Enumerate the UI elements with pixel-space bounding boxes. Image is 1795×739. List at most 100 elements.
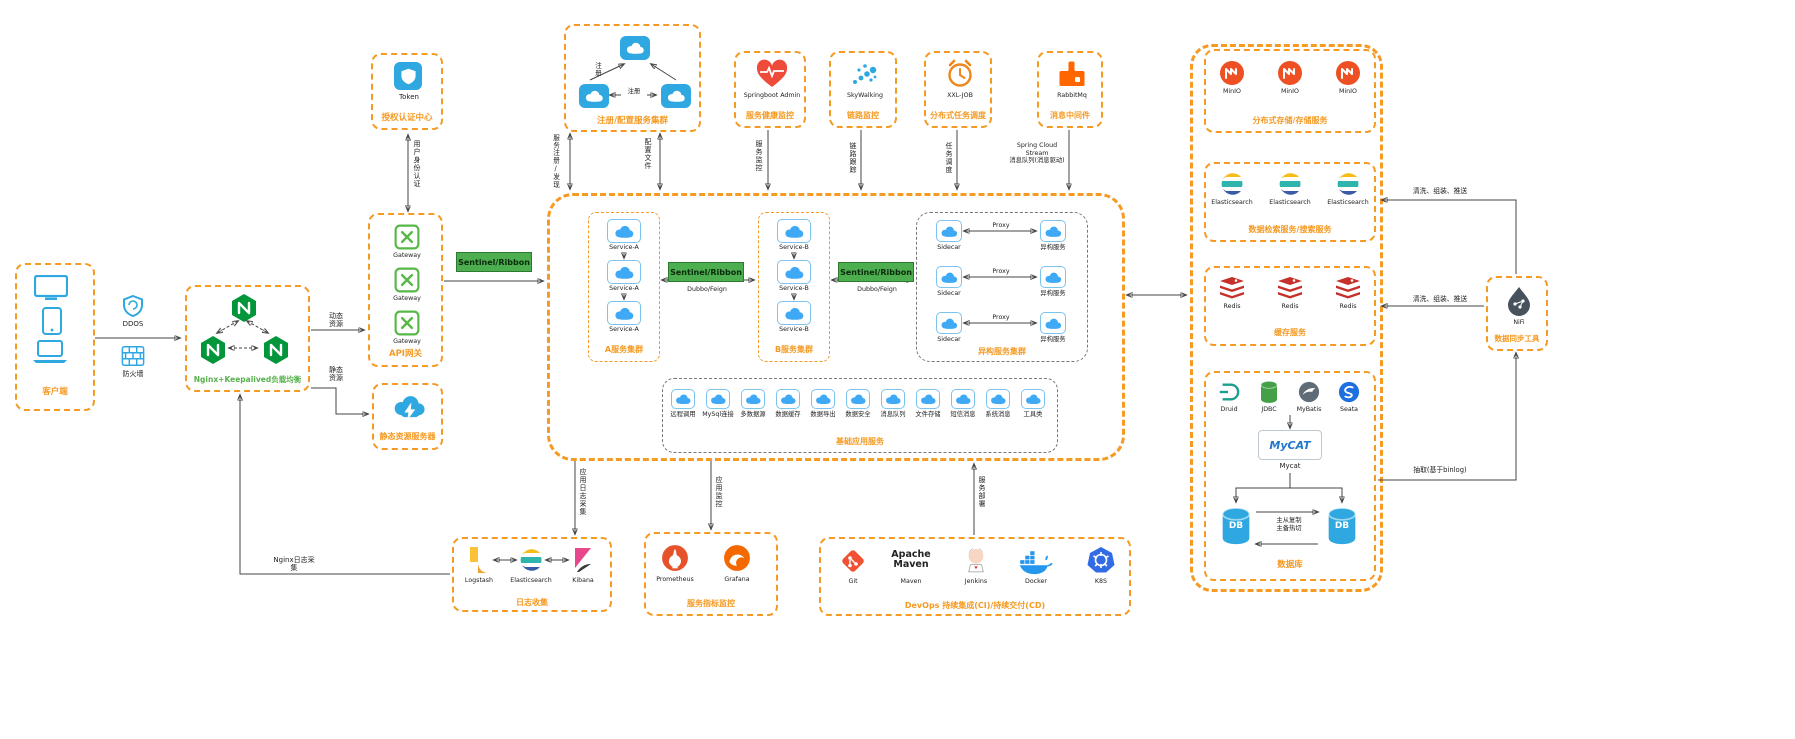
base-service-cloud-icon — [881, 389, 905, 409]
kibana-icon — [570, 546, 596, 574]
service-b-label: Service-B — [779, 244, 809, 251]
auth-center-title: 授权认证中心 — [381, 113, 433, 123]
deploy-label: 服务部署 — [978, 476, 986, 508]
metrics-box — [644, 532, 778, 616]
replication-label: 主从复制 主备热切 — [1276, 517, 1302, 532]
jenkins-icon — [964, 544, 988, 576]
base-service-cloud-icon — [811, 389, 835, 409]
kibana-label: Kibana — [572, 577, 594, 584]
metrics-title: 服务指标监控 — [687, 599, 735, 608]
grafana-label: Grafana — [724, 576, 750, 583]
config-file-label: 配置文件 — [644, 138, 652, 170]
registry-cloud-icon — [579, 84, 609, 108]
ddos-shield-icon — [120, 294, 146, 318]
stream-label: Spring Cloud Stream 消息队列(消息驱动) — [1009, 142, 1065, 165]
registry-box: 注册/配置服务集群 — [564, 24, 701, 132]
devops-title: DevOps 持续集成(CI)/持续交付(CD) — [904, 601, 1046, 610]
dynamic-res-label: 动态资源 — [329, 312, 343, 329]
mycat-logo: MyCAT — [1258, 430, 1322, 460]
elasticsearch-label: Elasticsearch — [1211, 199, 1253, 206]
minio-label: MinIO — [1281, 88, 1299, 95]
xxljob-box: XXL-JOB 分布式任务调度 — [924, 51, 992, 128]
jdbc-label: JDBC — [1261, 406, 1277, 413]
service-b-label: Service-B — [779, 326, 809, 333]
db-right-label: DB — [1334, 521, 1350, 531]
tablet-icon — [41, 307, 63, 335]
nginx-icon — [262, 335, 290, 365]
gateway-label: Gateway — [393, 252, 421, 259]
base-service-label: 数据导出 — [810, 411, 836, 418]
cluster-b-box — [758, 212, 830, 362]
log-collect-box — [452, 537, 612, 612]
dubbo-feign-label: Dubbo/Feign — [687, 286, 727, 293]
base-service-cloud-icon — [846, 389, 870, 409]
jdbc-icon — [1257, 380, 1281, 404]
cluster-a-title: A服务集群 — [604, 345, 644, 354]
jenkins-label: Jenkins — [964, 578, 988, 585]
log-collect-title: 日志收集 — [516, 598, 548, 607]
sentinel-ribbon-badge: Sentinel/Ribbon — [668, 262, 744, 282]
base-service-cloud-icon — [916, 389, 940, 409]
redis-icon — [1334, 275, 1362, 301]
base-service-cloud-icon — [741, 389, 765, 409]
firewall-label: 防火墙 — [122, 370, 144, 378]
xxljob-title: 分布式任务调度 — [930, 111, 986, 120]
elasticsearch-icon — [1219, 171, 1245, 197]
base-service-cloud-icon — [986, 389, 1010, 409]
mycat-label: Mycat — [1279, 462, 1301, 470]
heartbeat-icon — [755, 59, 789, 89]
skywalking-icon — [848, 59, 882, 89]
base-services-box — [662, 378, 1058, 453]
hetero-service-cloud-icon — [1040, 266, 1066, 288]
devops-box — [819, 537, 1131, 616]
redis-label: Redis — [1223, 303, 1241, 310]
service-cloud-icon — [607, 301, 641, 325]
service-a-label: Service-A — [609, 326, 639, 333]
gateway-label: Gateway — [393, 338, 421, 345]
nifi-box: NiFi 数据同步工具 — [1486, 276, 1548, 351]
minio-label: MinIO — [1339, 88, 1357, 95]
sidecar-cloud-icon — [936, 220, 962, 242]
rabbitmq-icon — [1056, 59, 1088, 89]
minio-label: MinIO — [1223, 88, 1241, 95]
nginx-icon — [199, 335, 227, 365]
git-label: Git — [848, 578, 858, 585]
springboot-admin-title: 服务健康监控 — [746, 111, 794, 120]
registry-cloud-icon — [620, 36, 650, 60]
maven-label: Maven — [900, 578, 922, 585]
base-service-cloud-icon — [951, 389, 975, 409]
service-a-label: Service-A — [609, 244, 639, 251]
nginx-box: Nginx+Keepalived负载均衡 — [185, 285, 310, 392]
elasticsearch-label: Elasticsearch — [1327, 199, 1369, 206]
search-title: 数据检索服务/搜索服务 — [1248, 225, 1332, 234]
minio-icon — [1277, 60, 1303, 86]
prometheus-icon — [660, 543, 690, 573]
base-service-label: 数据安全 — [845, 411, 871, 418]
rabbitmq-box: RabbitMq 消息中间件 — [1037, 51, 1103, 128]
logstash-icon — [466, 546, 492, 574]
maven-logo: Apache Maven — [891, 549, 931, 571]
storage-title: 分布式存储/存储服务 — [1252, 116, 1328, 125]
data-layer-box — [1190, 44, 1383, 592]
elasticsearch-icon — [1277, 171, 1303, 197]
service-cloud-icon — [607, 219, 641, 243]
druid-label: Druid — [1220, 406, 1238, 413]
service-cloud-icon — [607, 260, 641, 284]
base-service-cloud-icon — [671, 389, 695, 409]
gateway-icon — [394, 224, 420, 250]
redis-icon — [1276, 275, 1304, 301]
nginx-icon — [230, 293, 258, 323]
proxy-label: Proxy — [987, 222, 1015, 230]
rabbitmq-name: RabbitMq — [1057, 92, 1087, 99]
database-box — [1204, 371, 1376, 581]
cache-box — [1204, 266, 1376, 346]
database-cylinder-icon: DB — [1219, 504, 1253, 548]
database-title: 数据库 — [1277, 560, 1303, 570]
seata-icon — [1337, 380, 1361, 404]
base-service-label: 短信消息 — [950, 411, 976, 418]
redis-label: Redis — [1339, 303, 1357, 310]
gateway-icon — [394, 267, 420, 293]
minio-icon — [1219, 60, 1245, 86]
elasticsearch-icon — [1335, 171, 1361, 197]
git-icon — [838, 546, 868, 576]
